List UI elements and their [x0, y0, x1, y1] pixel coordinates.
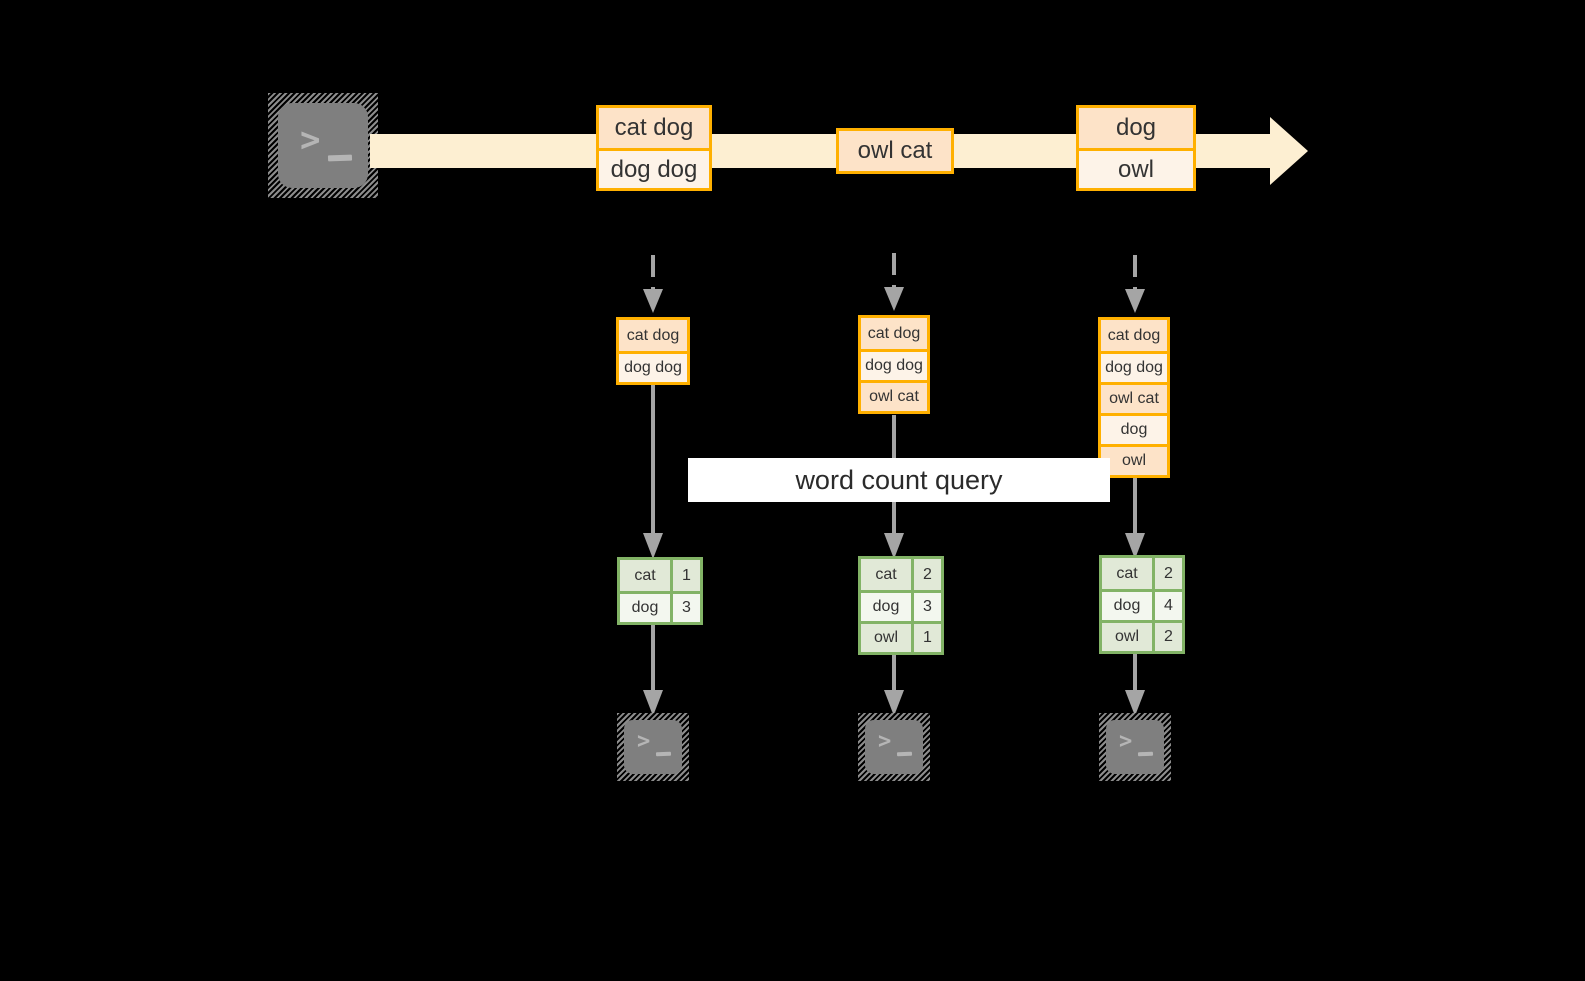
accumulated-table-1: cat dog dog dog	[616, 317, 690, 385]
dashed-connector-3	[1122, 255, 1148, 317]
sink-terminal-icon-3: >	[1099, 713, 1171, 781]
result-row: dog 3	[861, 590, 941, 621]
result-count: 2	[1152, 558, 1182, 589]
query-label: word count query	[688, 458, 1110, 502]
stream-batch-2-row-1: owl cat	[839, 131, 951, 171]
result-row: dog 4	[1102, 589, 1182, 620]
source-terminal-icon: >	[268, 93, 378, 198]
result-row: cat 1	[620, 560, 700, 591]
terminal-screen: >	[1106, 720, 1164, 774]
sink-terminal-icon-1: >	[617, 713, 689, 781]
accumulated-row: dog	[1101, 413, 1167, 444]
stream-batch-3-row-1: dog	[1079, 108, 1193, 148]
accumulated-row: owl cat	[861, 380, 927, 411]
accumulated-table-3: cat dog dog dog owl cat dog owl	[1098, 317, 1170, 478]
stream-batch-1: cat dog dog dog	[596, 105, 712, 191]
query-connector-1	[640, 385, 666, 561]
result-count: 3	[911, 593, 941, 621]
result-word: cat	[861, 559, 911, 590]
terminal-screen: >	[278, 103, 368, 188]
result-count: 2	[1152, 623, 1182, 651]
accumulated-table-2: cat dog dog dog owl cat	[858, 315, 930, 414]
terminal-prompt-chevron-icon: >	[1119, 729, 1133, 754]
result-row: owl 2	[1102, 620, 1182, 651]
dashed-connector-1	[640, 255, 666, 317]
result-table-2: cat 2 dog 3 owl 1	[858, 556, 944, 655]
result-count: 1	[911, 624, 941, 652]
accumulated-row: dog dog	[1101, 351, 1167, 382]
accumulated-row: owl	[1101, 444, 1167, 475]
result-row: dog 3	[620, 591, 700, 622]
terminal-prompt-chevron-icon: >	[878, 729, 892, 754]
result-word: dog	[620, 594, 670, 622]
sink-connector-3	[1122, 652, 1148, 718]
result-count: 1	[670, 560, 700, 591]
result-row: cat 2	[1102, 558, 1182, 589]
stream-batch-3: dog owl	[1076, 105, 1196, 191]
query-connector-3	[1122, 477, 1148, 561]
stream-batch-1-row-1: cat dog	[599, 108, 709, 148]
result-count: 4	[1152, 592, 1182, 620]
result-count: 2	[911, 559, 941, 590]
result-word: dog	[861, 593, 911, 621]
terminal-cursor-underscore-icon	[655, 751, 672, 757]
stream-batch-2: owl cat	[836, 128, 954, 174]
result-word: cat	[620, 560, 670, 591]
terminal-cursor-underscore-icon	[896, 751, 913, 757]
result-word: dog	[1102, 592, 1152, 620]
sink-connector-1	[640, 622, 666, 718]
terminal-screen: >	[624, 720, 682, 774]
sink-connector-2	[881, 652, 907, 718]
result-row: owl 1	[861, 621, 941, 652]
result-table-1: cat 1 dog 3	[617, 557, 703, 625]
result-row: cat 2	[861, 559, 941, 590]
accumulated-row: dog dog	[619, 351, 687, 382]
terminal-screen: >	[865, 720, 923, 774]
result-word: cat	[1102, 558, 1152, 589]
accumulated-row: owl cat	[1101, 382, 1167, 413]
terminal-cursor-underscore-icon	[327, 154, 353, 162]
stream-batch-3-row-2: owl	[1079, 148, 1193, 188]
accumulated-row: cat dog	[1101, 320, 1167, 351]
stream-batch-1-row-2: dog dog	[599, 148, 709, 188]
dashed-connector-2	[881, 253, 907, 315]
accumulated-row: cat dog	[619, 320, 687, 351]
terminal-prompt-chevron-icon: >	[637, 729, 651, 754]
result-count: 3	[670, 594, 700, 622]
terminal-prompt-chevron-icon: >	[300, 120, 321, 160]
result-table-3: cat 2 dog 4 owl 2	[1099, 555, 1185, 654]
accumulated-row: dog dog	[861, 349, 927, 380]
result-word: owl	[861, 624, 911, 652]
accumulated-row: cat dog	[861, 318, 927, 349]
terminal-cursor-underscore-icon	[1137, 751, 1154, 757]
result-word: owl	[1102, 623, 1152, 651]
sink-terminal-icon-2: >	[858, 713, 930, 781]
